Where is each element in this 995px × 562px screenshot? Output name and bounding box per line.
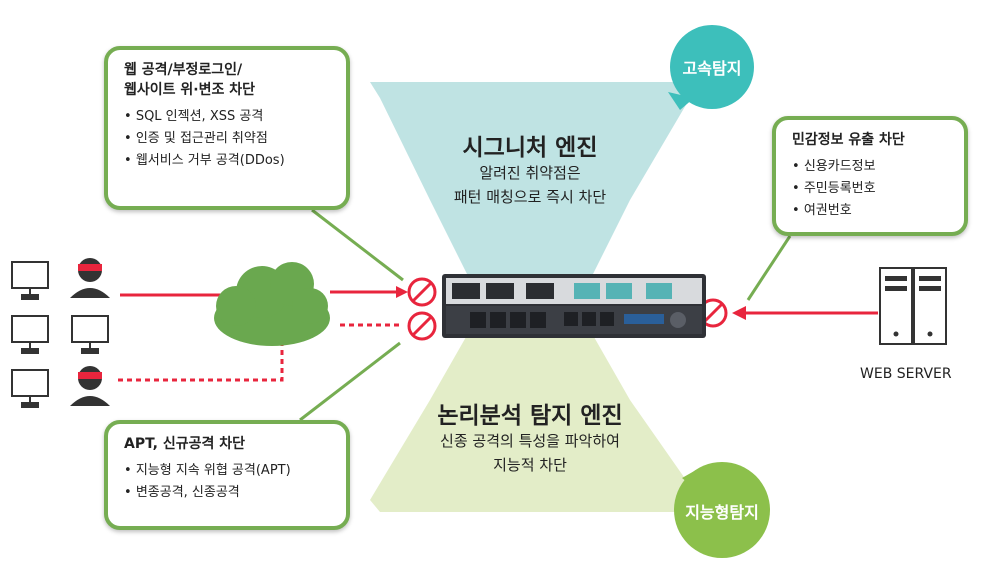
logic-engine-title: 논리분석 탐지 엔진 bbox=[437, 403, 623, 429]
security-appliance bbox=[442, 274, 706, 338]
callout-apt: APT, 신규공격 차단 지능형 지속 위협 공격(APT) 변종공격, 신종공… bbox=[104, 420, 350, 530]
pc-monitor-icon-4 bbox=[11, 369, 49, 408]
badge-intelligent-detection: 지능형탐지 bbox=[685, 503, 759, 522]
web-server-label: WEB SERVER bbox=[860, 366, 952, 382]
list-item: 인증 및 접근관리 취약점 bbox=[124, 128, 330, 150]
logic-engine-desc-2: 지능적 차단 bbox=[493, 456, 567, 474]
cloud-icon bbox=[214, 262, 330, 346]
badge-fast-circle bbox=[670, 25, 754, 109]
list-item: SQL 인젝션, XSS 공격 bbox=[124, 106, 330, 128]
logic-engine-desc-1: 신종 공격의 특성을 파악하여 bbox=[440, 432, 620, 450]
block-icon-2 bbox=[407, 311, 437, 341]
callout-apt-connector bbox=[299, 341, 401, 422]
signature-engine-desc-2: 패턴 매칭으로 즉시 차단 bbox=[453, 188, 607, 206]
list-item: 웹서비스 거부 공격(DDos) bbox=[124, 150, 330, 172]
hacker-icon-2 bbox=[70, 366, 110, 406]
badge-fast-detection: 고속탐지 bbox=[682, 59, 742, 78]
callout-privacy-leak: 민감정보 유출 차단 신용카드정보 주민등록번호 여권번호 bbox=[772, 116, 968, 236]
attack-arrow-top bbox=[396, 286, 408, 298]
server-attack-arrow bbox=[732, 306, 746, 320]
list-item: 변종공격, 신종공격 bbox=[124, 482, 330, 504]
pc-monitor-icon-1 bbox=[11, 261, 49, 300]
list-item: 여권번호 bbox=[792, 200, 948, 222]
callout-privacy-connector bbox=[746, 235, 792, 301]
badge-smart-circle bbox=[674, 462, 770, 558]
callout-web-title-1: 웹 공격/부정로그인/ bbox=[124, 62, 243, 78]
pc-monitor-icon-2 bbox=[11, 315, 49, 354]
callout-web-attack: 웹 공격/부정로그인/ 웹사이트 위·변조 차단 SQL 인젝션, XSS 공격… bbox=[104, 46, 350, 210]
web-server-icon bbox=[879, 267, 947, 345]
list-item: 지능형 지속 위협 공격(APT) bbox=[124, 460, 330, 482]
logic-funnel bbox=[370, 330, 700, 512]
hacker-icon-1 bbox=[70, 258, 110, 298]
signature-funnel bbox=[370, 82, 700, 280]
callout-privacy-title: 민감정보 유출 차단 bbox=[792, 132, 905, 148]
list-item: 주민등록번호 bbox=[792, 178, 948, 200]
list-item: 신용카드정보 bbox=[792, 156, 948, 178]
block-icon-1 bbox=[407, 277, 437, 307]
signature-engine-desc-1: 알려진 취약점은 bbox=[479, 164, 581, 182]
signature-engine-title: 시그니처 엔진 bbox=[462, 135, 598, 161]
callout-apt-title: APT, 신규공격 차단 bbox=[124, 436, 245, 452]
callout-web-title-2: 웹사이트 위·변조 차단 bbox=[124, 82, 255, 98]
pc-monitor-icon-3 bbox=[71, 315, 109, 354]
callout-web-connector bbox=[311, 208, 404, 282]
